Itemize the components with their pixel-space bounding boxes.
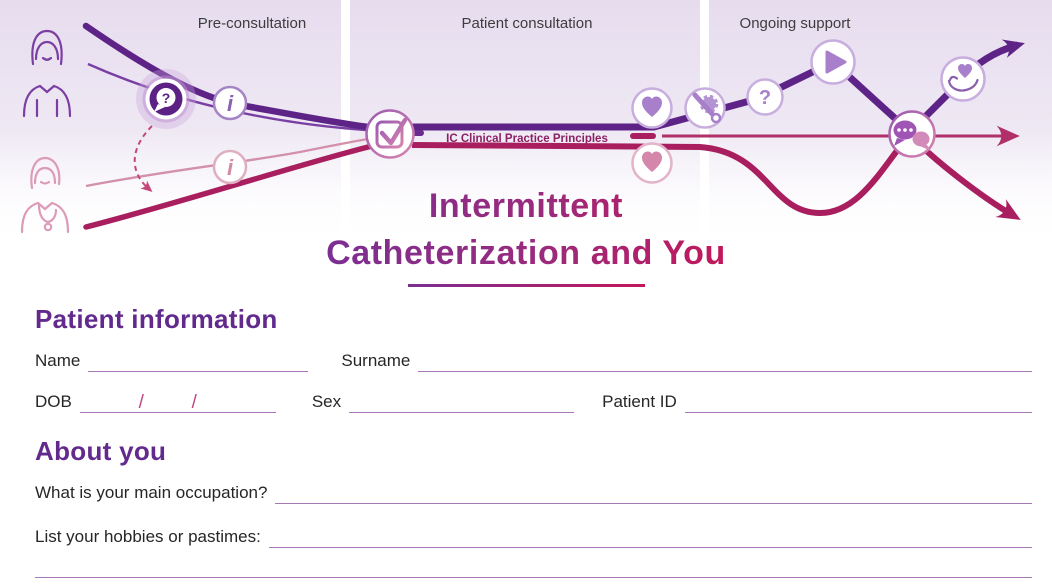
center-dash-right (630, 133, 656, 139)
dob-label: DOB (35, 392, 72, 411)
patient-id-label: Patient ID (602, 392, 677, 411)
surname-label: Surname (341, 351, 411, 370)
hobbies-continuation-line[interactable] (35, 577, 1032, 578)
surname-field-line[interactable] (418, 351, 1032, 372)
heart-icon-clinician (631, 142, 673, 184)
patient-journey-diagram: Pre-consultation Patient consultation On… (0, 0, 1052, 245)
hand-heart-icon (940, 56, 986, 102)
about-you-heading: About you (35, 436, 167, 466)
document-title: Intermittent Catheterization and You (0, 183, 1052, 287)
heart-icon-patient (631, 87, 673, 129)
hobbies-field-line[interactable] (268, 527, 1032, 548)
dob-sex-id-row: DOB / / Sex Patient ID (35, 389, 1032, 413)
stage-label-patient-consultation: Patient consultation (462, 15, 593, 32)
name-label: Name (35, 351, 81, 370)
svg-text:i: i (227, 91, 234, 116)
play-icon (810, 39, 856, 85)
patient-id-field-line[interactable] (684, 392, 1032, 413)
sex-field-line[interactable] (349, 392, 575, 413)
occupation-row: What is your main occupation? (35, 480, 1032, 504)
clinician-main-path (83, 143, 375, 230)
title-underline (407, 283, 645, 287)
name-field-line[interactable] (88, 351, 309, 372)
clinician-icon (20, 156, 70, 234)
info-icon-patient: i (212, 85, 248, 121)
info-icon-clinician: i (212, 149, 248, 185)
stage-labels: Pre-consultation Patient consultation On… (198, 15, 851, 32)
name-surname-row: Name Surname (35, 348, 1032, 372)
stage-label-ongoing-support: Ongoing support (740, 15, 852, 32)
clinician-main-path-right (411, 132, 1021, 220)
title-line-1: Intermittent (428, 187, 624, 225)
clinician-secondary-path (85, 137, 369, 188)
svg-text:?: ? (162, 90, 171, 106)
dob-separator-2: / (191, 392, 197, 413)
hobbies-row: List your hobbies or pastimes: (35, 524, 1032, 548)
dashed-link-arrow (133, 125, 153, 192)
question-icon: ? (746, 78, 784, 116)
maintenance-wrench-icon (684, 87, 726, 129)
clinical-principles-label: IC Clinical Practice Principles (446, 133, 608, 145)
patient-information-heading: Patient information (35, 304, 278, 334)
hobbies-question-label: List your hobbies or pastimes: (35, 527, 261, 546)
title-line-2: Catheterization and You (326, 233, 726, 272)
svg-text:?: ? (759, 87, 771, 109)
stage-label-pre-consultation: Pre-consultation (198, 15, 306, 32)
sex-label: Sex (311, 392, 342, 411)
chat-bubbles-icon (888, 110, 936, 158)
checklist-icon (365, 109, 415, 159)
occupation-field-line[interactable] (275, 483, 1032, 504)
patient-icon (22, 29, 72, 118)
speech-question-icon: ? (136, 69, 196, 129)
svg-text:i: i (227, 155, 234, 180)
dob-field-line[interactable]: / / (79, 392, 276, 413)
occupation-question-label: What is your main occupation? (35, 483, 268, 502)
dob-separator-1: / (138, 392, 144, 413)
